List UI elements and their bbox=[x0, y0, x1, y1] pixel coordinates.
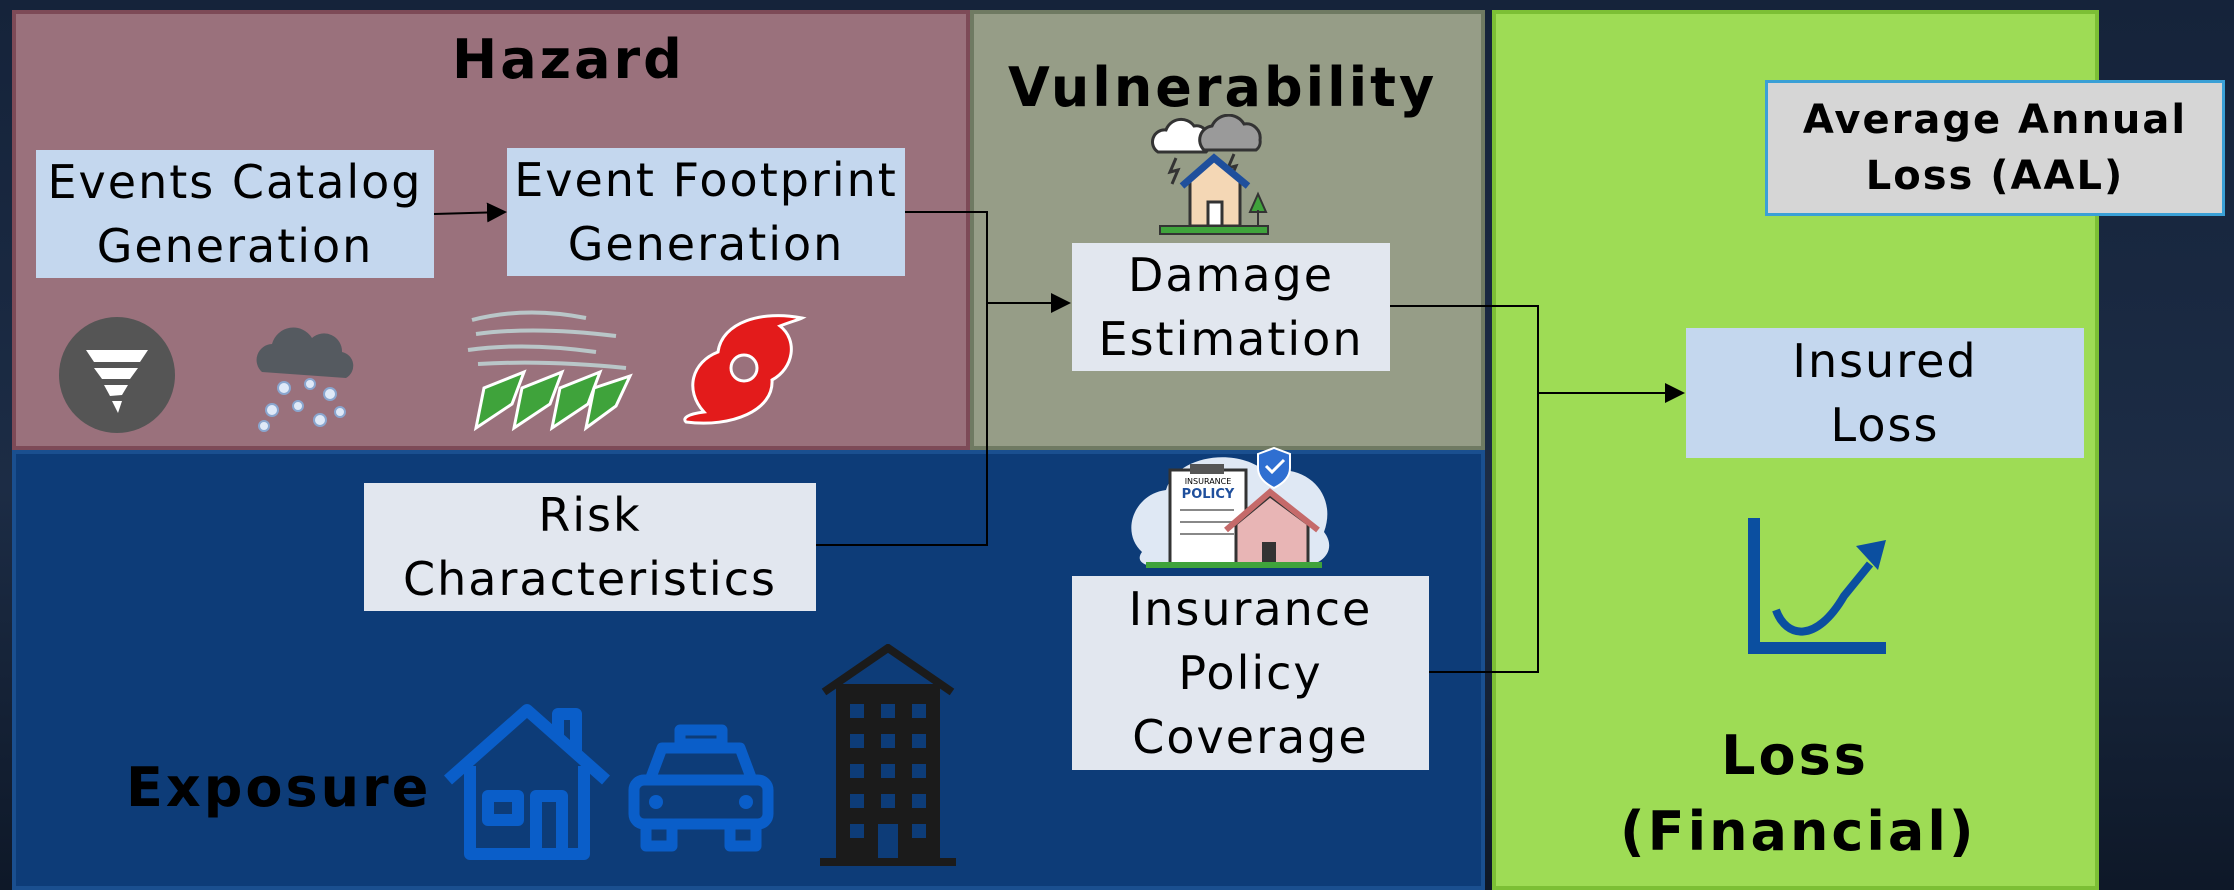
house-icon bbox=[444, 704, 610, 860]
exposure-title: Exposure bbox=[126, 756, 432, 819]
loss-title-line2: (Financial) bbox=[1620, 800, 1977, 863]
event-footprint-box: Event Footprint Generation bbox=[507, 148, 905, 276]
storm-house-icon bbox=[1151, 114, 1269, 235]
insurance-policy-icon: INSURANCE POLICY bbox=[1131, 446, 1330, 568]
loss-title-line1: Loss bbox=[1721, 724, 1869, 787]
hazard-title: Hazard bbox=[452, 28, 685, 91]
damage-estimation-box: Damage Estimation bbox=[1072, 243, 1390, 371]
building-icon bbox=[820, 644, 956, 866]
policy-icon-text-2: POLICY bbox=[1182, 487, 1235, 502]
car-icon bbox=[628, 724, 774, 852]
risk-characteristics-box: Risk Characteristics bbox=[364, 483, 816, 611]
wind-trees-icon bbox=[467, 310, 633, 432]
hurricane-icon bbox=[683, 314, 807, 425]
policy-icon-text-1: INSURANCE bbox=[1185, 477, 1232, 486]
insured-loss-box: Insured Loss bbox=[1686, 328, 2084, 458]
loss-title: Loss (Financial) bbox=[1620, 718, 1977, 870]
tornado-icon bbox=[59, 317, 175, 433]
arrow-catalog-to-footprint bbox=[433, 202, 507, 223]
chart-curve-icon bbox=[1748, 518, 1886, 654]
events-catalog-box: Events Catalog Generation bbox=[36, 150, 434, 278]
vulnerability-title: Vulnerability bbox=[1008, 56, 1438, 119]
connector-damage bbox=[1390, 305, 1539, 393]
aal-box: Average Annual Loss (AAL) bbox=[1765, 80, 2225, 216]
hail-cloud-icon bbox=[256, 327, 354, 432]
connector-risk bbox=[816, 303, 988, 546]
insurance-policy-box: Insurance Policy Coverage bbox=[1072, 576, 1429, 770]
connector-policy bbox=[1429, 393, 1539, 673]
connector-footprint bbox=[905, 211, 988, 303]
